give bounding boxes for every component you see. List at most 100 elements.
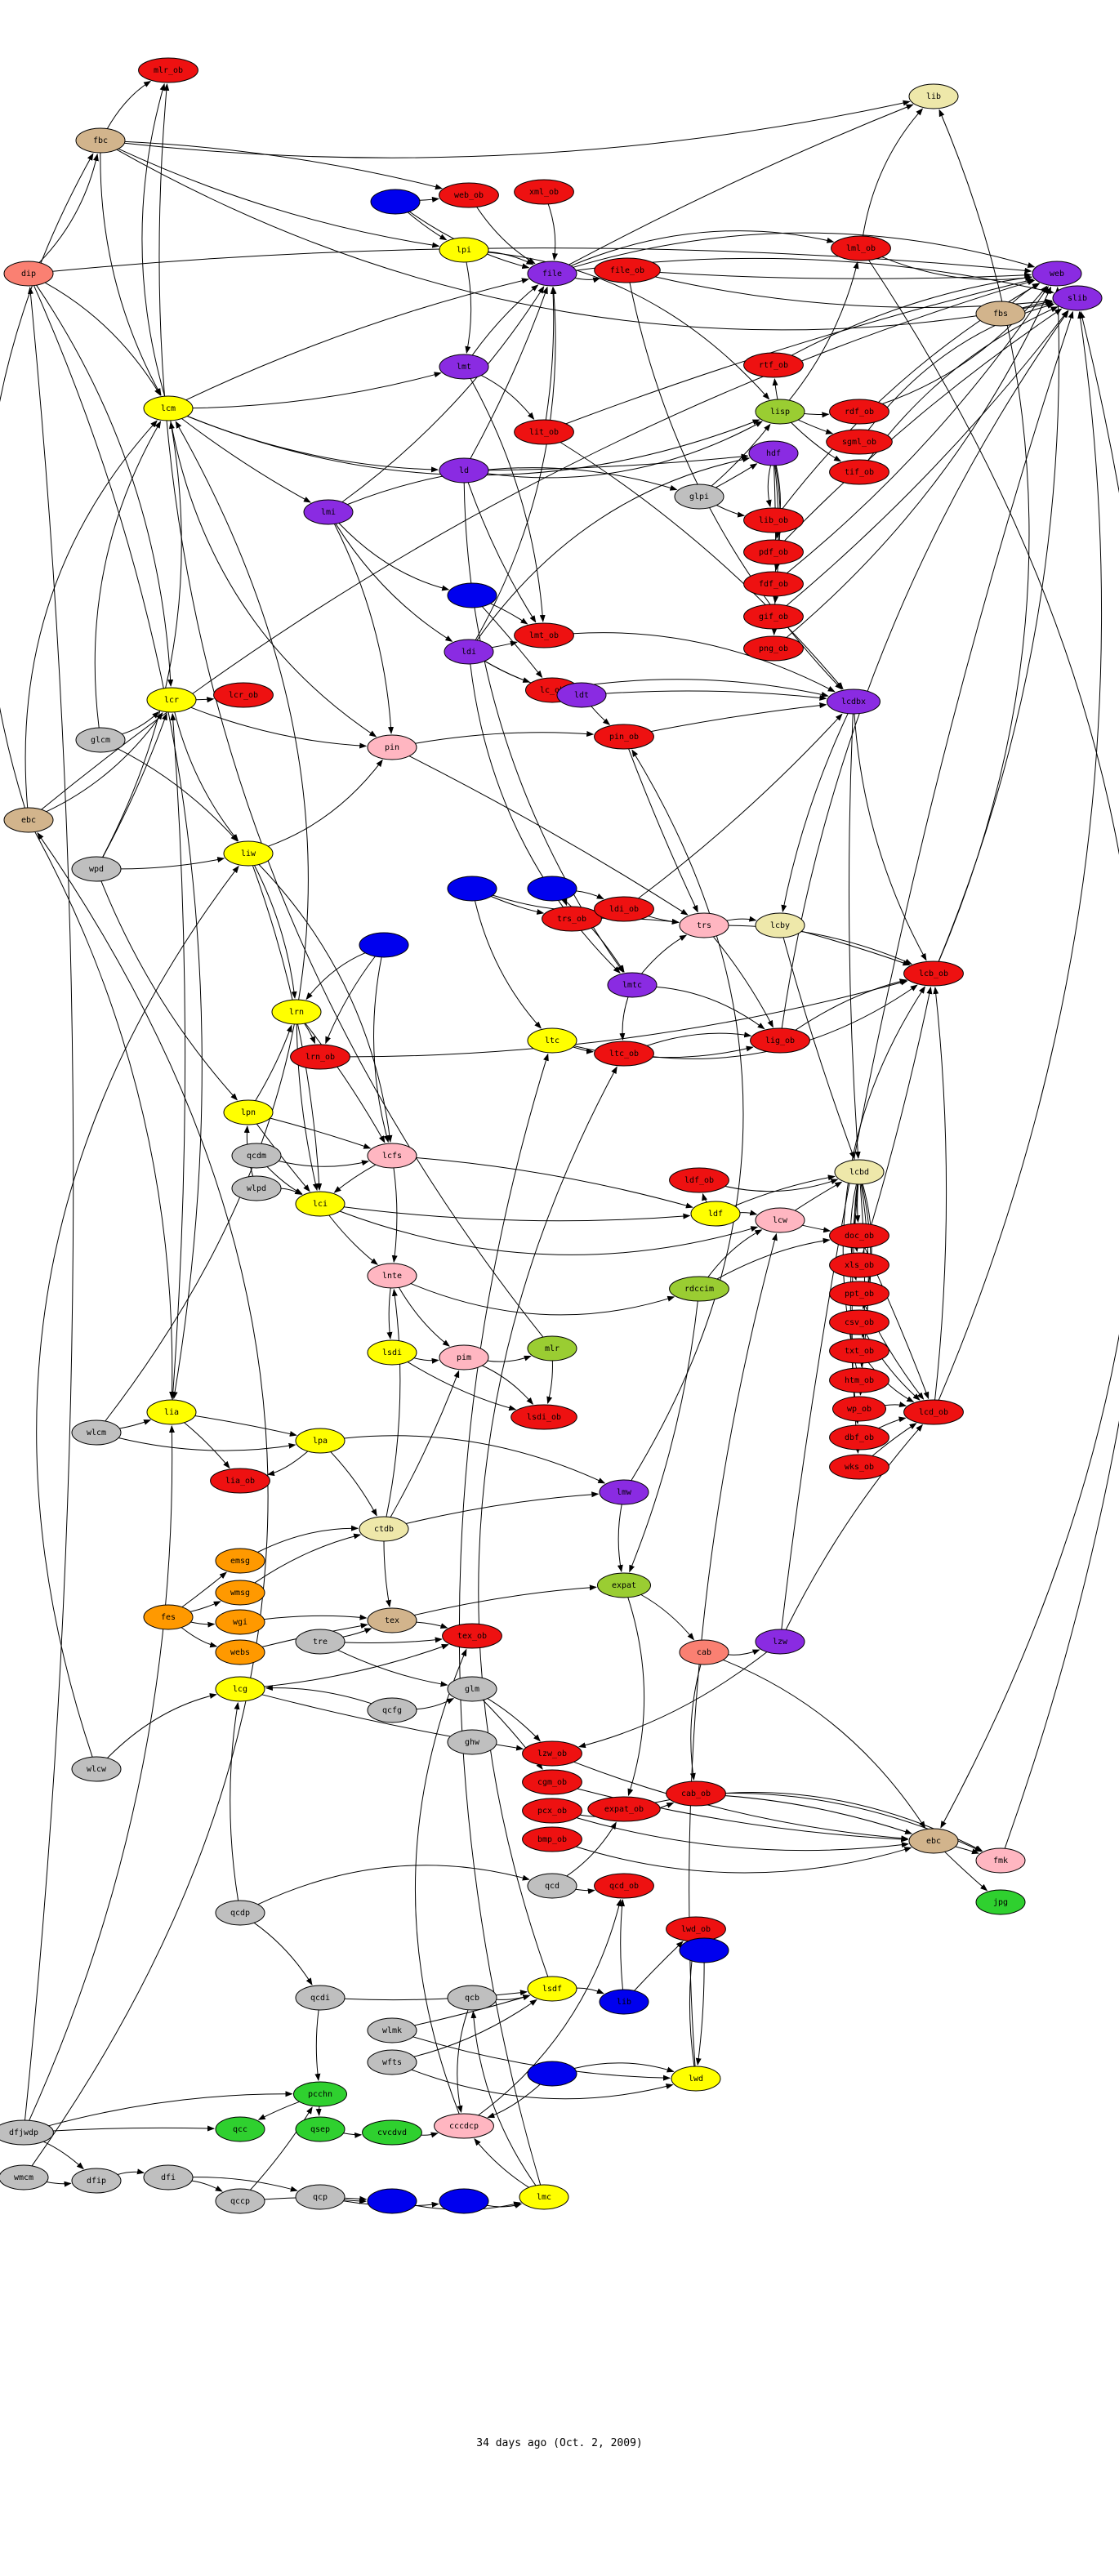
- edge-112-113: [724, 1795, 913, 1834]
- node-shape: [975, 1889, 1026, 1915]
- edge-134-130: [53, 2125, 215, 2132]
- node-lit_ob: lit_ob: [514, 419, 574, 445]
- edge-101-12: [781, 310, 1074, 1630]
- node-shape: [829, 1223, 889, 1249]
- node-lcg: lcg: [215, 1676, 265, 1702]
- edge-28-11: [787, 286, 1049, 573]
- edge-64-66: [343, 1206, 691, 1222]
- node-shape: [223, 840, 274, 867]
- node-lsdf: lsdf: [527, 1976, 577, 2002]
- node-shape: [210, 1468, 270, 1494]
- node-shape: [215, 1548, 265, 1574]
- node-anon-47: [527, 876, 577, 902]
- node-shape: [295, 1191, 346, 1217]
- edge-37-44: [174, 711, 239, 842]
- node-shape: [447, 1729, 497, 1755]
- edge-41-52: [781, 713, 849, 913]
- edge-33-24: [476, 457, 751, 641]
- node-shape: [370, 189, 421, 215]
- edge-14-37: [36, 284, 174, 687]
- node-shape: [669, 1276, 729, 1302]
- edge-89-69: [386, 1288, 401, 1518]
- node-lsdi: lsdi: [367, 1339, 417, 1366]
- node-shape: [908, 1828, 959, 1854]
- edge-87-90: [344, 1435, 606, 1484]
- node-shape: [829, 459, 889, 485]
- node-shape: [666, 1780, 726, 1807]
- node-shape: [213, 682, 274, 708]
- node-shape: [143, 2164, 194, 2190]
- node-lwd: lwd: [671, 2066, 721, 2092]
- node-jpg: jpg: [975, 1889, 1026, 1915]
- edge-80-53: [933, 987, 947, 1401]
- edge-142-133: [474, 2138, 529, 2188]
- node-shape: [71, 1756, 122, 1782]
- node-shape: [556, 682, 607, 708]
- node-ldi: ldi: [444, 639, 494, 665]
- node-shape: [510, 1404, 577, 1430]
- edge-42-16: [25, 420, 158, 809]
- node-shape: [295, 1985, 346, 2011]
- node-shape: [143, 1604, 194, 1630]
- node-trs_ob: trs_ob: [542, 906, 602, 932]
- node-shape: [439, 182, 499, 208]
- node-shape: [75, 127, 126, 154]
- edge-134-136: [43, 2141, 84, 2170]
- edge-85-87: [194, 1415, 297, 1437]
- edge-55-64: [296, 1023, 319, 1192]
- edge-104-102: [265, 1685, 372, 1705]
- node-emsg: emsg: [215, 1548, 265, 1574]
- edge-42-37: [46, 711, 163, 813]
- node-lcd_ob: lcd_ob: [903, 1399, 964, 1425]
- edge-106-44: [36, 865, 239, 1758]
- node-shape: [367, 1263, 417, 1289]
- node-shape: [231, 1143, 282, 1169]
- node-slib: slib: [1052, 285, 1103, 311]
- node-trs: trs: [679, 912, 729, 938]
- edge-78-80: [878, 1416, 907, 1429]
- edge-16-40: [170, 420, 377, 738]
- node-png_ob: png_ob: [743, 635, 804, 662]
- node-fdf_ob: fdf_ob: [743, 571, 804, 597]
- edge-90-45: [631, 749, 744, 1481]
- node-shape: [447, 1676, 497, 1702]
- edge-4-7: [407, 212, 448, 241]
- node-gif_ob: gif_ob: [743, 604, 804, 630]
- node-shape: [829, 399, 889, 425]
- edge-122-123: [496, 1994, 531, 2000]
- node-fes: fes: [143, 1604, 194, 1630]
- node-shape: [295, 1428, 346, 1454]
- edge-23-12: [867, 306, 1059, 461]
- node-shape: [439, 1344, 489, 1370]
- edge-126-123: [413, 1999, 537, 2057]
- edge-39-44: [117, 748, 239, 842]
- node-shape: [295, 2184, 346, 2210]
- node-shape: [679, 1937, 729, 1963]
- node-shape: [827, 689, 880, 715]
- node-shape: [367, 2017, 417, 2043]
- edge-51-52: [726, 916, 757, 922]
- edge-47-49: [576, 890, 604, 900]
- edge-2-7: [118, 148, 440, 248]
- edge-41-68: [848, 713, 861, 1159]
- edge-55-56: [304, 1023, 315, 1045]
- node-lib_ob: lib_ob: [743, 507, 804, 533]
- edge-67-68: [795, 1181, 843, 1211]
- edge-15-34: [470, 378, 546, 622]
- node-shape: [903, 1399, 964, 1425]
- node-shape: [362, 2119, 422, 2146]
- edge-17-8: [545, 287, 556, 421]
- edge-97-98: [416, 1621, 448, 1629]
- node-lcbd: lcbd: [834, 1159, 885, 1185]
- node-shape: [679, 1639, 729, 1665]
- node-lmt: lmt: [439, 354, 489, 380]
- node-lcby: lcby: [755, 912, 805, 938]
- node-shape: [755, 912, 805, 938]
- edge-16-8: [185, 278, 529, 401]
- node-wmsg: wmsg: [215, 1580, 265, 1606]
- edge-43-60: [100, 880, 238, 1101]
- edge-14-16: [44, 282, 161, 396]
- edge-129-130: [257, 2101, 300, 2120]
- edge-92-89: [254, 1533, 362, 1584]
- node-shape: [755, 1207, 805, 1233]
